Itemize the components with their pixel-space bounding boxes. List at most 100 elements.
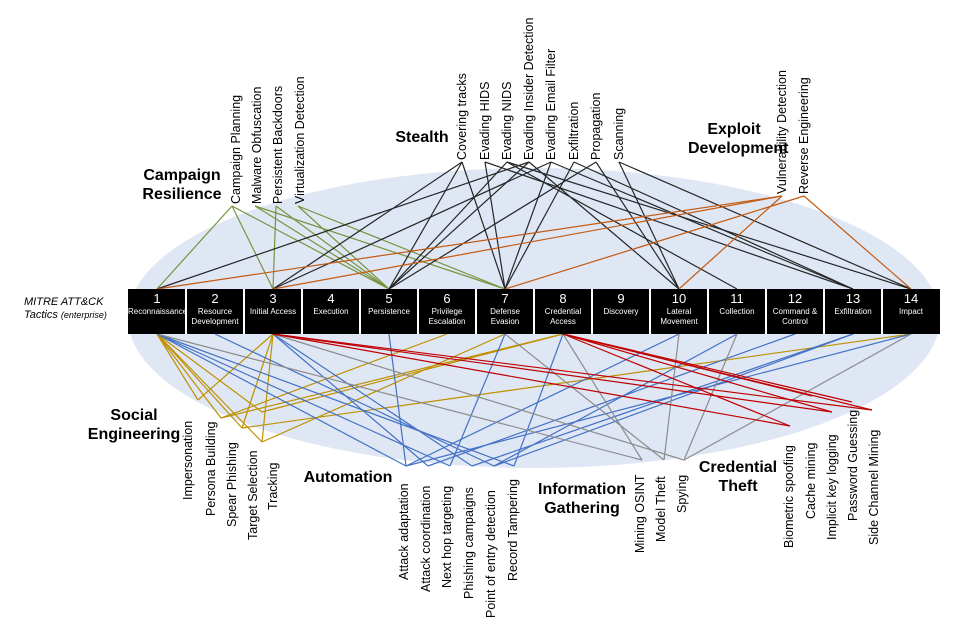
mitre-enterprise: (enterprise) xyxy=(60,310,107,320)
tactic-divider xyxy=(359,289,361,334)
connection-line xyxy=(388,161,463,290)
label-password-guessing: Password Guessing xyxy=(846,409,860,521)
connection-line xyxy=(504,161,552,290)
tactic-name: Command & Control xyxy=(772,307,818,326)
connection-line xyxy=(241,333,912,429)
connection-line xyxy=(683,333,912,461)
connection-line xyxy=(405,333,680,467)
connection-line xyxy=(550,161,854,290)
connection-line xyxy=(272,333,473,467)
tactic-name: Exfiltration xyxy=(834,307,872,316)
label-virtualization-detection: Virtualization Detection xyxy=(293,76,307,204)
connection-line xyxy=(272,161,463,290)
label-model-theft: Model Theft xyxy=(654,476,668,542)
connection-line xyxy=(803,195,912,290)
connection-line xyxy=(562,333,873,411)
label-mining-osint: Mining OSINT xyxy=(633,474,647,554)
connection-line xyxy=(562,333,791,427)
label-reverse-engineering: Reverse Engineering xyxy=(797,77,811,194)
connection-line xyxy=(595,161,680,290)
tactic-divider xyxy=(765,289,767,334)
connection-line xyxy=(683,333,738,461)
connection-line xyxy=(156,333,263,443)
connection-line xyxy=(272,333,791,427)
tactic-number: 13 xyxy=(845,291,861,306)
mitre-label: MITRE ATT&CK Tactics (enterprise) xyxy=(24,296,107,322)
connection-line xyxy=(484,161,506,290)
connection-line xyxy=(272,333,833,413)
connection-line xyxy=(261,333,564,413)
label-evading-insider-detection: Evading Insider Detection xyxy=(522,17,536,160)
tactic-name: Reconnaissance xyxy=(128,307,188,316)
tactic-name: Persistence xyxy=(368,307,410,316)
connection-line xyxy=(297,205,506,290)
tactic-number: 12 xyxy=(787,291,803,306)
tactic-divider xyxy=(243,289,245,334)
tactic-number: 14 xyxy=(903,291,919,306)
group-title-automation: Automation xyxy=(303,469,393,486)
tactic-number: 6 xyxy=(443,291,451,306)
connection-line xyxy=(156,333,407,467)
tactic-divider xyxy=(649,289,651,334)
tactic-name: Resource Development xyxy=(191,307,239,326)
tactic-divider xyxy=(881,289,883,334)
connection-line xyxy=(297,205,390,290)
label-phishing-campaigns: Phishing campaigns xyxy=(462,487,476,599)
connection-line xyxy=(449,333,506,467)
connection-line xyxy=(618,161,680,290)
group-title-exploit-development: Exploit Development xyxy=(688,121,789,157)
connection-line xyxy=(427,333,796,467)
group-title-social-engineering: Social Engineering xyxy=(87,407,181,443)
label-target-selection: Target Selection xyxy=(246,450,260,540)
label-tracking: Tracking xyxy=(266,462,280,510)
tactic-name: Privilege Escalation xyxy=(428,307,466,326)
label-persistent-backdoors: Persistent Backdoors xyxy=(271,85,285,204)
connection-line xyxy=(272,161,552,290)
tactic-divider xyxy=(533,289,535,334)
connection-line xyxy=(220,333,448,419)
label-attack-adaptation: Attack adaptation xyxy=(397,483,411,580)
connection-line xyxy=(156,333,243,429)
label-evading-email-filter: Evading Email Filter xyxy=(544,48,558,160)
connection-line xyxy=(388,161,597,290)
label-cache-mining: Cache mining xyxy=(804,442,818,519)
connection-line xyxy=(261,333,274,443)
connection-line xyxy=(254,205,506,290)
connection-line xyxy=(156,333,222,419)
group-title-information-gathering: Information Gathering xyxy=(538,481,626,517)
connection-line xyxy=(275,205,390,290)
tactic-number: 7 xyxy=(501,291,509,306)
tactic-name: Collection xyxy=(719,307,755,316)
tactic-name: Execution xyxy=(313,307,349,316)
connection-line xyxy=(272,195,783,290)
tactic-name: Discovery xyxy=(603,307,639,316)
connection-line xyxy=(231,205,274,290)
connection-line xyxy=(504,333,665,461)
label-malware-obfuscation: Malware Obfuscation xyxy=(250,86,264,204)
tactic-divider xyxy=(417,289,419,334)
tactic-number: 10 xyxy=(671,291,687,306)
mitre-subtitle: Tactics xyxy=(24,309,58,321)
tactic-name: Initial Access xyxy=(249,307,297,316)
label-exfiltration: Exfiltration xyxy=(567,101,581,160)
tactic-number: 11 xyxy=(730,291,744,306)
label-propagation: Propagation xyxy=(589,92,603,160)
tactic-number: 2 xyxy=(211,291,219,306)
label-evading-hids: Evading HIDS xyxy=(478,81,492,160)
connection-line xyxy=(663,333,680,461)
label-campaign-planning: Campaign Planning xyxy=(229,94,243,204)
group-title-campaign-resilience: Campaign Resilience xyxy=(142,167,222,203)
tactic-number: 9 xyxy=(617,291,625,306)
connection-line xyxy=(513,333,564,467)
connection-line xyxy=(156,333,199,401)
connection-line xyxy=(528,161,680,290)
